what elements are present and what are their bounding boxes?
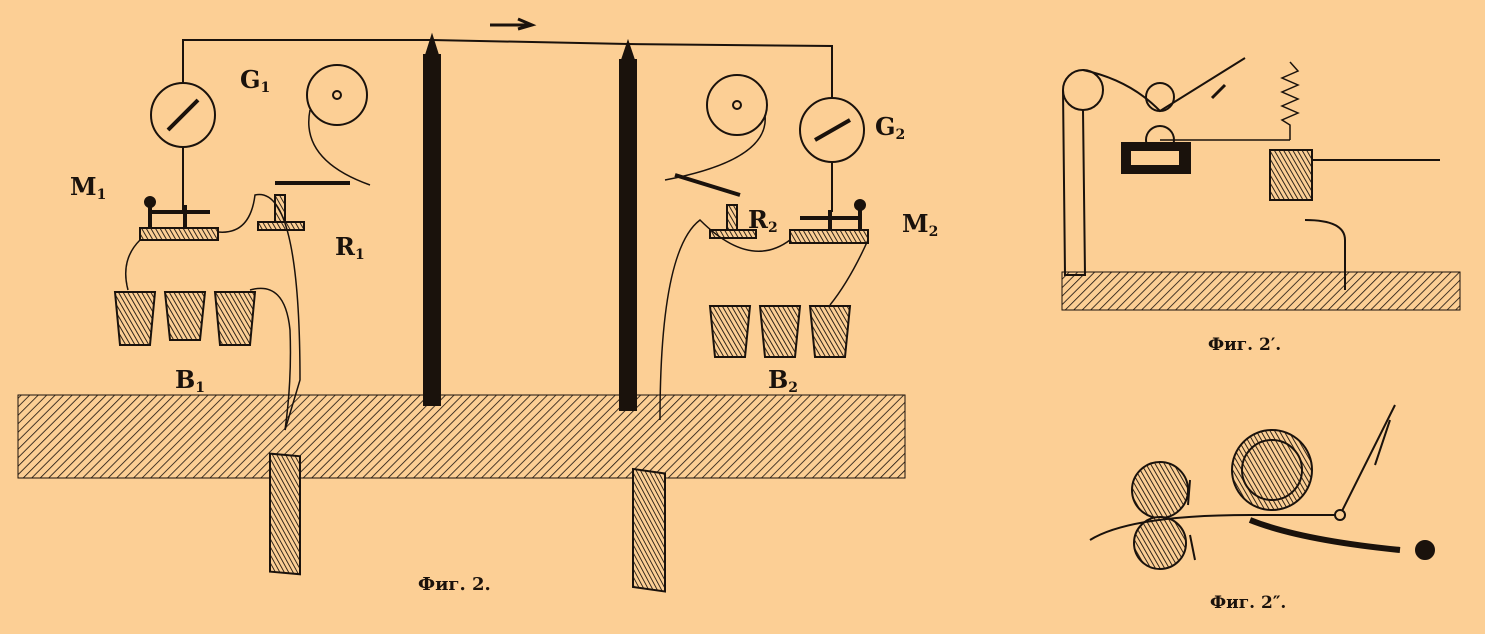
ground <box>17 394 906 479</box>
label-g1: G1 <box>240 65 270 96</box>
line-wire <box>182 39 833 98</box>
label-g2: G2 <box>875 112 905 143</box>
paper-reel-1 <box>306 64 368 126</box>
pole-right <box>619 59 637 411</box>
roller-top <box>1131 461 1189 519</box>
label-m2: M2 <box>902 209 938 240</box>
battery-b2 <box>708 305 852 358</box>
label-r1: R1 <box>335 232 365 263</box>
caption-fig2a: Фиг. 2′. <box>1208 335 1281 355</box>
label-b2: B2 <box>768 365 798 396</box>
roller-bottom <box>1133 516 1187 570</box>
relay-r1 <box>257 221 305 231</box>
pole-left <box>423 54 441 406</box>
label-m1: M1 <box>70 172 106 203</box>
caption-fig2b: Фиг. 2″. <box>1210 593 1286 613</box>
battery-b1 <box>113 291 257 346</box>
caption-fig2: Фиг. 2. <box>418 574 491 595</box>
key-m2 <box>789 229 869 244</box>
ground-fig2a <box>1061 271 1461 311</box>
earth-plate-2 <box>632 467 666 593</box>
paper-reel-2 <box>706 74 768 136</box>
key-m1 <box>139 227 219 241</box>
label-r2: R2 <box>748 205 778 236</box>
current-arrow <box>490 17 537 31</box>
ink-wheel <box>1231 429 1313 511</box>
earth-plate-1 <box>269 452 301 576</box>
label-b1: B1 <box>175 365 205 396</box>
